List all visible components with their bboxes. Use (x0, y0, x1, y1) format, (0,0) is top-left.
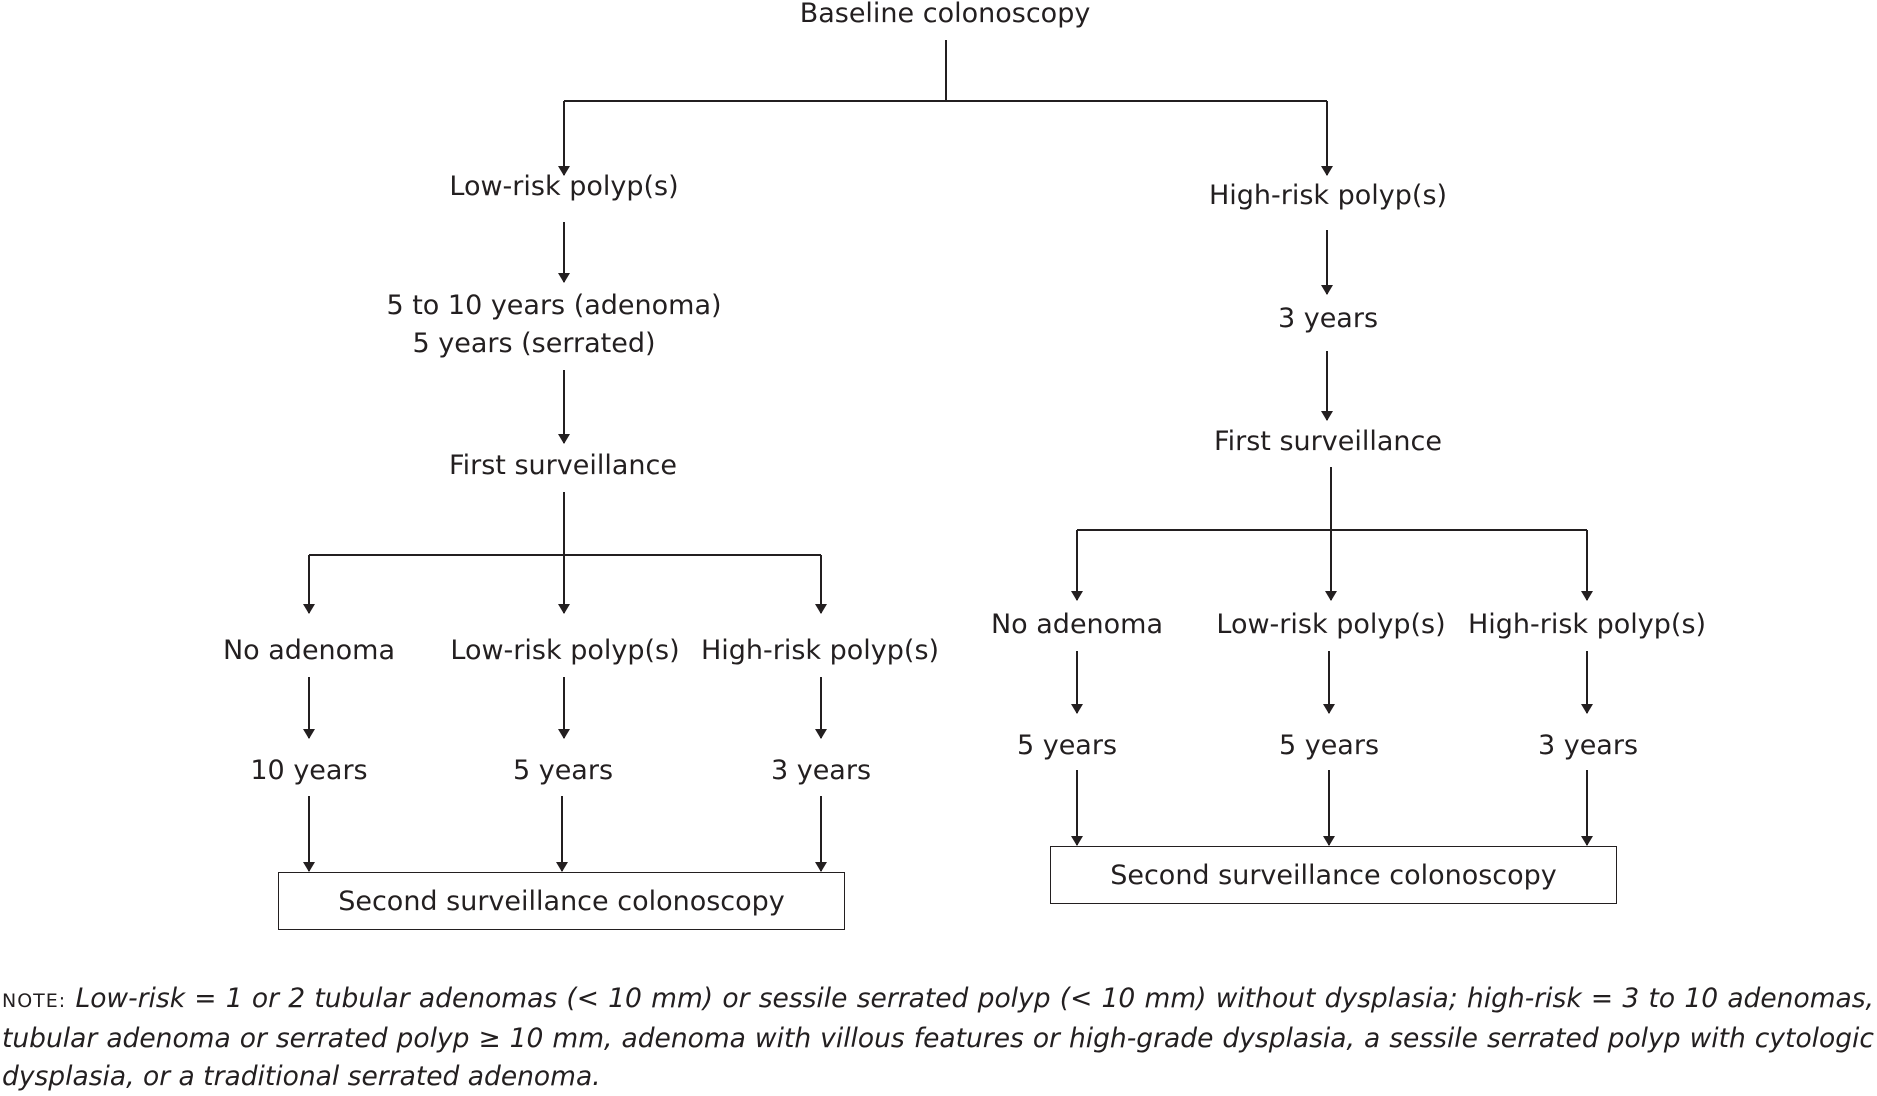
left-interval-10-years-label: 10 years (250, 755, 368, 786)
right-outcome-no-adenoma-label: No adenoma (990, 609, 1164, 640)
note-prefix: NOTE: (2, 990, 67, 1012)
left-interval-serrated-label: 5 years (serrated) (412, 328, 656, 359)
left-outcome-high-risk-label: High-risk polyp(s) (700, 635, 940, 666)
left-interval-3-years-label: 3 years (770, 755, 872, 786)
right-first-surveillance-label: First surveillance (1214, 426, 1442, 457)
left-first-surveillance-label: First surveillance (449, 450, 677, 481)
left-second-surveillance-box: Second surveillance colonoscopy (278, 872, 845, 930)
right-interval-5-years-a-label: 5 years (1016, 730, 1118, 761)
right-interval-3-years-label: 3 years (1277, 303, 1379, 334)
right-second-surveillance-label: Second surveillance colonoscopy (1110, 859, 1557, 891)
right-second-surveillance-box: Second surveillance colonoscopy (1050, 846, 1617, 904)
baseline-colonoscopy-label: Baseline colonoscopy (799, 0, 1091, 29)
right-interval-5-years-b-label: 5 years (1278, 730, 1380, 761)
left-second-surveillance-label: Second surveillance colonoscopy (338, 885, 785, 917)
right-high-risk-polyp-label: High-risk polyp(s) (1208, 180, 1448, 211)
footnote: NOTE: Low-risk = 1 or 2 tubular adenomas… (2, 980, 1874, 1096)
left-outcome-no-adenoma-label: No adenoma (222, 635, 396, 666)
right-outcome-high-risk-label: High-risk polyp(s) (1467, 609, 1707, 640)
right-outcome-low-risk-label: Low-risk polyp(s) (1216, 609, 1446, 640)
left-low-risk-polyp-label: Low-risk polyp(s) (449, 171, 679, 202)
left-interval-5-years-label: 5 years (512, 755, 614, 786)
left-interval-adenoma-label: 5 to 10 years (adenoma) (386, 290, 722, 321)
left-outcome-low-risk-label: Low-risk polyp(s) (450, 635, 680, 666)
note-text: Low-risk = 1 or 2 tubular adenomas (< 10… (2, 983, 1874, 1092)
right-interval-3-years-b-label: 3 years (1537, 730, 1639, 761)
